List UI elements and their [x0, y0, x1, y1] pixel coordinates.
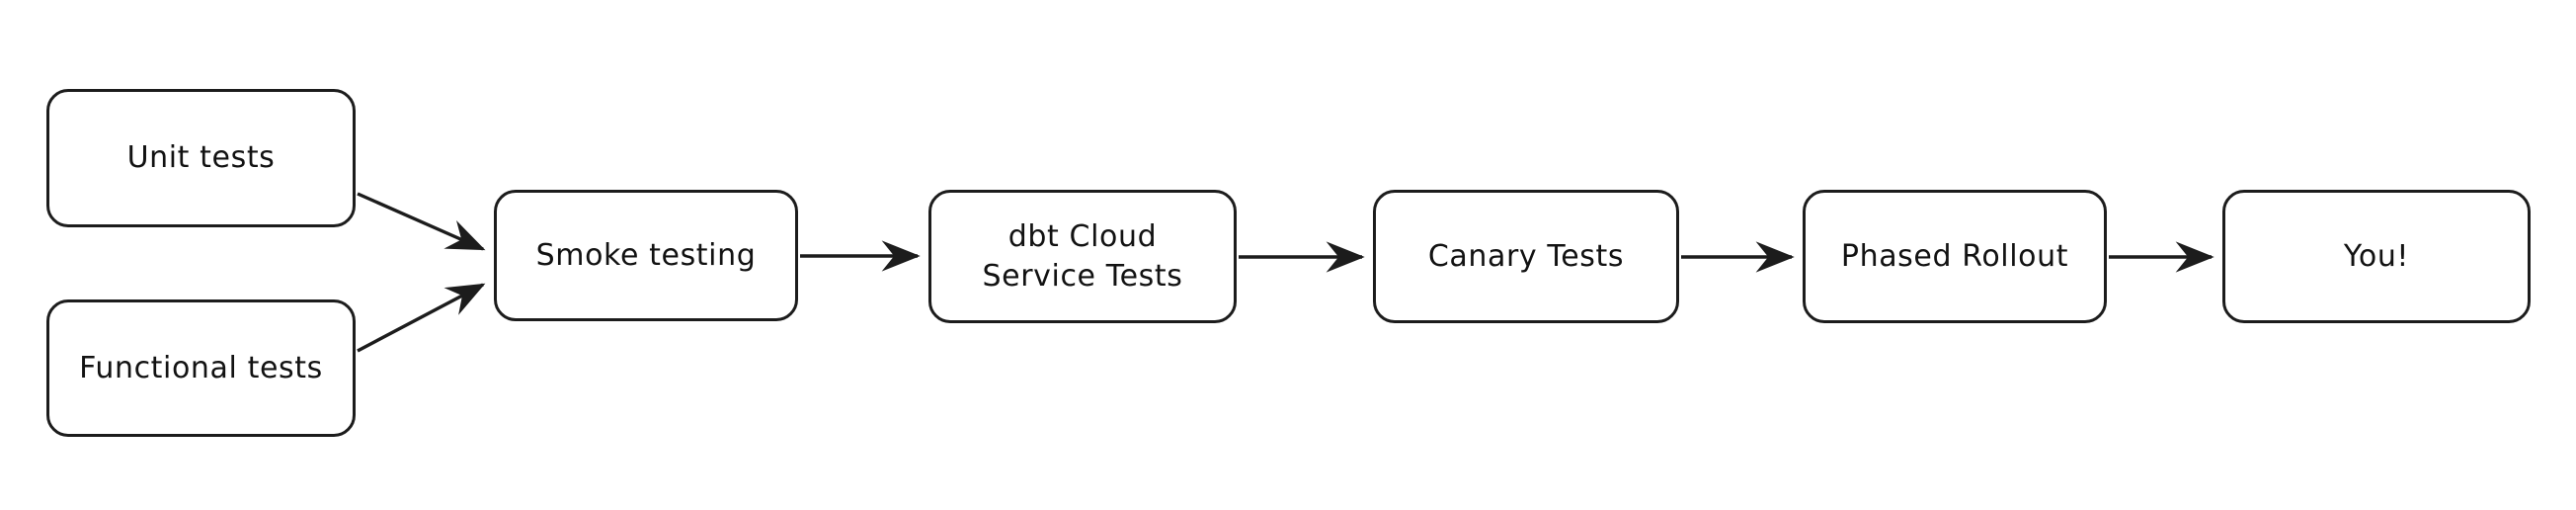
edge-functional-to-smoke [357, 283, 486, 353]
node-unit-tests[interactable]: Unit tests [46, 89, 356, 227]
node-dbt-cloud-service-tests-label: dbt Cloud Service Tests [982, 218, 1183, 294]
node-smoke-testing-label: Smoke testing [535, 237, 757, 273]
node-you-label: You! [2343, 238, 2410, 274]
node-phased-rollout[interactable]: Phased Rollout [1803, 190, 2107, 323]
node-dbt-cloud-service-tests[interactable]: dbt Cloud Service Tests [928, 190, 1237, 323]
node-phased-rollout-label: Phased Rollout [1840, 238, 2069, 274]
node-canary-tests[interactable]: Canary Tests [1373, 190, 1679, 323]
node-functional-tests[interactable]: Functional tests [46, 299, 356, 437]
node-unit-tests-label: Unit tests [126, 140, 276, 176]
node-canary-tests-label: Canary Tests [1427, 238, 1625, 274]
node-you[interactable]: You! [2222, 190, 2531, 323]
node-functional-tests-label: Functional tests [79, 350, 323, 385]
node-smoke-testing[interactable]: Smoke testing [494, 190, 798, 321]
edge-unit-to-smoke [357, 192, 486, 251]
